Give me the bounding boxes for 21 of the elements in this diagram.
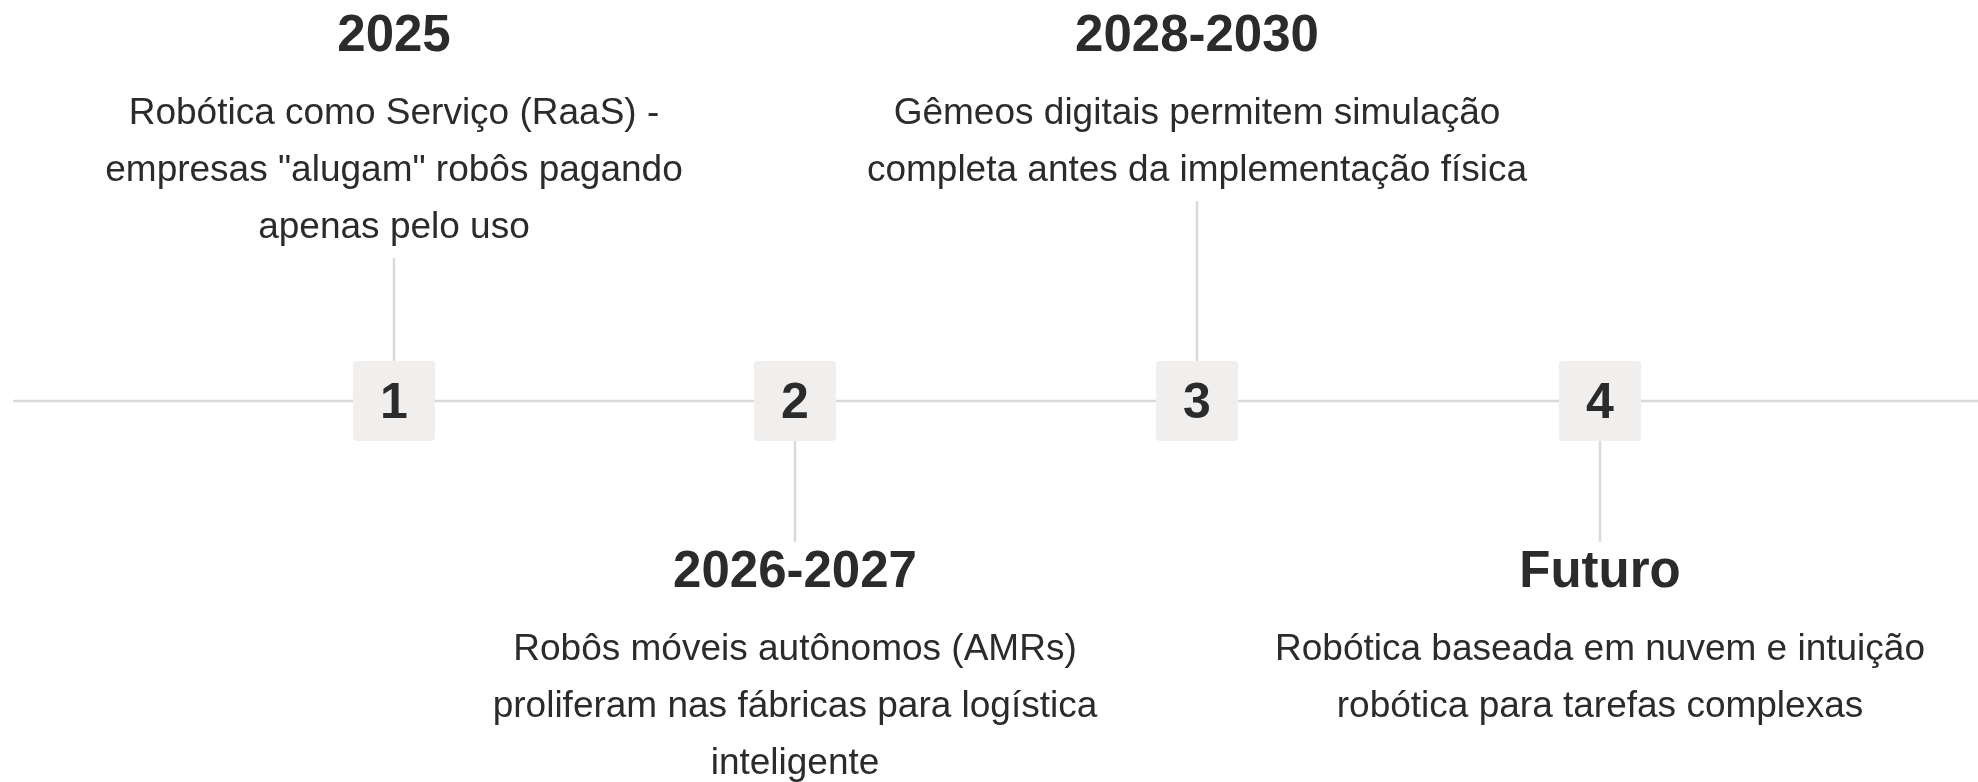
step-number-box: 3	[1156, 361, 1238, 441]
step-number-box: 1	[353, 361, 435, 441]
milestone-description: Robôs móveis autônomos (AMRs) proliferam nas fábricas para logística inteligente	[491, 626, 1099, 782]
step-number-box: 2	[754, 361, 836, 441]
timeline-line	[435, 399, 754, 403]
milestone-description: Robótica como Serviço (RaaS) - empresas "alugam" robôs pagando apenas pelo uso	[104, 90, 684, 248]
milestone-description: Gêmeos digitais permitem simulação completa antes da implementação física	[865, 90, 1529, 191]
connector-line	[1195, 201, 1199, 361]
timeline-line	[1238, 399, 1559, 403]
step-number-box: 4	[1559, 361, 1641, 441]
timeline-line	[1641, 399, 1978, 403]
timeline-line	[13, 399, 353, 403]
milestone-heading: 2028-2030	[1075, 6, 1319, 62]
milestone-heading: 2026-2027	[673, 542, 917, 598]
connector-line	[1598, 441, 1602, 542]
milestone-heading: 2025	[337, 6, 451, 62]
milestone-heading: Futuro	[1519, 542, 1681, 598]
connector-line	[392, 258, 396, 361]
connector-line	[793, 441, 797, 542]
milestone-description: Robótica baseada em nuvem e intuição robótica para tarefas complexas	[1274, 626, 1926, 727]
timeline-line	[836, 399, 1156, 403]
